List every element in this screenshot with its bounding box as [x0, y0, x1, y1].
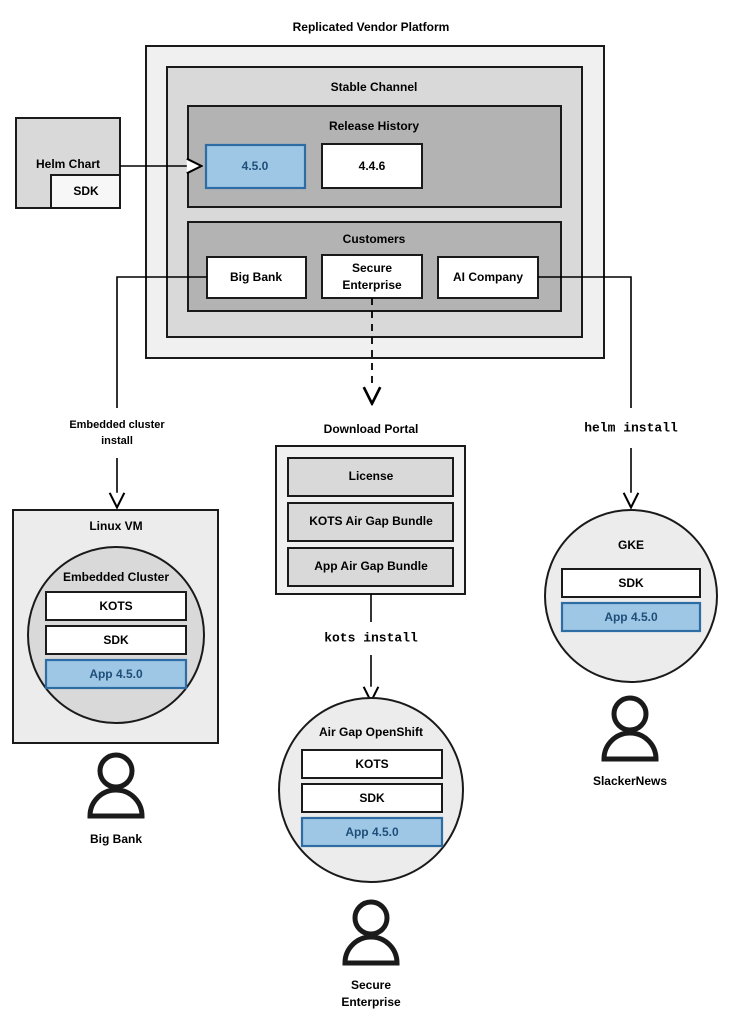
linux-vm-sdk-label: SDK — [103, 633, 129, 647]
helm-chart-node[interactable]: Helm Chart SDK — [15, 117, 121, 209]
download-artifact-app-bundle-label: App Air Gap Bundle — [314, 559, 428, 573]
release-history-label: Release History — [329, 119, 419, 133]
customer-secure-enterprise-box[interactable] — [321, 254, 423, 299]
stable-channel-label: Stable Channel — [331, 80, 418, 94]
helm-chart-label: Helm Chart — [36, 157, 100, 171]
customer-secure-enterprise-label-line1: Secure — [352, 261, 392, 275]
edge-label-helm-install: helm install — [584, 420, 678, 435]
release-history-panel: Release History 4.5.0 4.4.6 — [187, 105, 562, 208]
openshift-sdk-label: SDK — [359, 791, 385, 805]
linux-vm-component-sdk[interactable]: SDK — [45, 625, 187, 655]
download-artifact-kots-bundle-box[interactable] — [287, 502, 454, 542]
download-artifact-app-bundle-box[interactable] — [287, 547, 454, 587]
linux-vm-sdk-box[interactable] — [45, 625, 187, 655]
download-artifact-license[interactable]: License — [287, 457, 454, 497]
release-446-box[interactable] — [321, 143, 423, 189]
openshift-kots-box[interactable] — [301, 749, 443, 779]
openshift-sdk-box[interactable] — [301, 783, 443, 813]
air-gap-openshift-label: Air Gap OpenShift — [319, 725, 423, 739]
replicated-vendor-platform-container: Stable Channel Release History 4.5.0 4.4… — [145, 45, 605, 359]
download-artifact-license-label: License — [349, 469, 394, 483]
release-450-label: 4.5.0 — [242, 159, 269, 173]
release-446-label: 4.4.6 — [359, 159, 386, 173]
openshift-customer-label-line2: Enterprise — [341, 995, 401, 1009]
gke-app-label: App 4.5.0 — [604, 610, 658, 624]
linux-vm-label: Linux VM — [89, 519, 142, 533]
download-artifact-app-air-gap-bundle[interactable]: App Air Gap Bundle — [287, 547, 454, 587]
customer-big-bank-label: Big Bank — [230, 270, 282, 284]
gke-component-sdk[interactable]: SDK — [561, 568, 701, 598]
linux-vm-app-box[interactable] — [44, 658, 188, 690]
gke-customer: SlackerNews — [593, 695, 667, 788]
customer-card-secure-enterprise[interactable]: Secure Enterprise — [321, 254, 423, 299]
openshift-component-app[interactable]: App 4.5.0 — [300, 816, 444, 848]
target-linux-vm: Linux VM Embedded Cluster KOTS SDK App 4… — [12, 509, 219, 744]
person-icon — [601, 695, 659, 762]
openshift-app-box[interactable] — [300, 816, 444, 848]
gke-app-box[interactable] — [560, 601, 702, 633]
linux-vm-customer-label: Big Bank — [90, 832, 142, 846]
gke-component-app[interactable]: App 4.5.0 — [560, 601, 702, 633]
edge-label-kots-install: kots install — [324, 630, 418, 645]
release-card-450[interactable]: 4.5.0 — [204, 143, 307, 190]
download-portal-label: Download Portal — [324, 422, 419, 436]
linux-vm-kots-box[interactable] — [45, 591, 187, 621]
release-450-box[interactable] — [204, 143, 307, 190]
customer-secure-enterprise-label-line2: Enterprise — [342, 278, 402, 292]
linux-vm-component-kots[interactable]: KOTS — [45, 591, 187, 621]
page-title: Replicated Vendor Platform — [293, 20, 450, 34]
openshift-component-kots[interactable]: KOTS — [301, 749, 443, 779]
customers-label: Customers — [343, 232, 406, 246]
linux-vm-kots-label: KOTS — [99, 599, 132, 613]
openshift-component-sdk[interactable]: SDK — [301, 783, 443, 813]
customer-card-big-bank[interactable]: Big Bank — [206, 256, 307, 299]
openshift-app-label: App 4.5.0 — [345, 825, 399, 839]
openshift-customer: Secure Enterprise — [341, 899, 401, 1009]
gke-sdk-label: SDK — [618, 576, 644, 590]
linux-vm-component-app[interactable]: App 4.5.0 — [44, 658, 188, 690]
customers-panel: Customers Big Bank Secure Enterprise AI … — [187, 221, 562, 312]
download-portal-node: Download Portal License KOTS Air Gap Bun… — [275, 422, 466, 595]
target-gke: GKE SDK App 4.5.0 — [544, 509, 718, 683]
person-icon — [87, 752, 145, 819]
gke-sdk-box[interactable] — [561, 568, 701, 598]
linux-vm-app-label: App 4.5.0 — [89, 667, 143, 681]
gke-customer-label: SlackerNews — [593, 774, 667, 788]
customer-card-ai-company[interactable]: AI Company — [437, 256, 539, 299]
edge-big-bank-to-linux-vm-upper — [116, 276, 207, 408]
customer-big-bank-box[interactable] — [206, 256, 307, 299]
edge-label-embedded-install-line2: install — [101, 435, 133, 447]
edge-ai-company-to-gke-upper — [538, 276, 632, 408]
helm-chart-sdk-box[interactable] — [50, 174, 121, 209]
linux-vm-customer: Big Bank — [87, 752, 145, 846]
gke-label: GKE — [618, 538, 644, 552]
helm-chart-sdk-label: SDK — [73, 184, 99, 198]
download-artifact-license-box[interactable] — [287, 457, 454, 497]
edge-label-embedded-install-line1: Embedded cluster — [69, 419, 165, 431]
openshift-kots-label: KOTS — [355, 757, 388, 771]
embedded-cluster-label: Embedded Cluster — [63, 570, 169, 584]
download-artifact-kots-bundle-label: KOTS Air Gap Bundle — [309, 514, 433, 528]
target-air-gap-openshift: Air Gap OpenShift KOTS SDK App 4.5.0 — [278, 697, 464, 883]
customer-ai-company-label: AI Company — [453, 270, 523, 284]
person-icon — [342, 899, 400, 966]
download-artifact-kots-air-gap-bundle[interactable]: KOTS Air Gap Bundle — [287, 502, 454, 542]
release-card-446[interactable]: 4.4.6 — [321, 143, 423, 189]
openshift-customer-label-line1: Secure — [351, 978, 391, 992]
